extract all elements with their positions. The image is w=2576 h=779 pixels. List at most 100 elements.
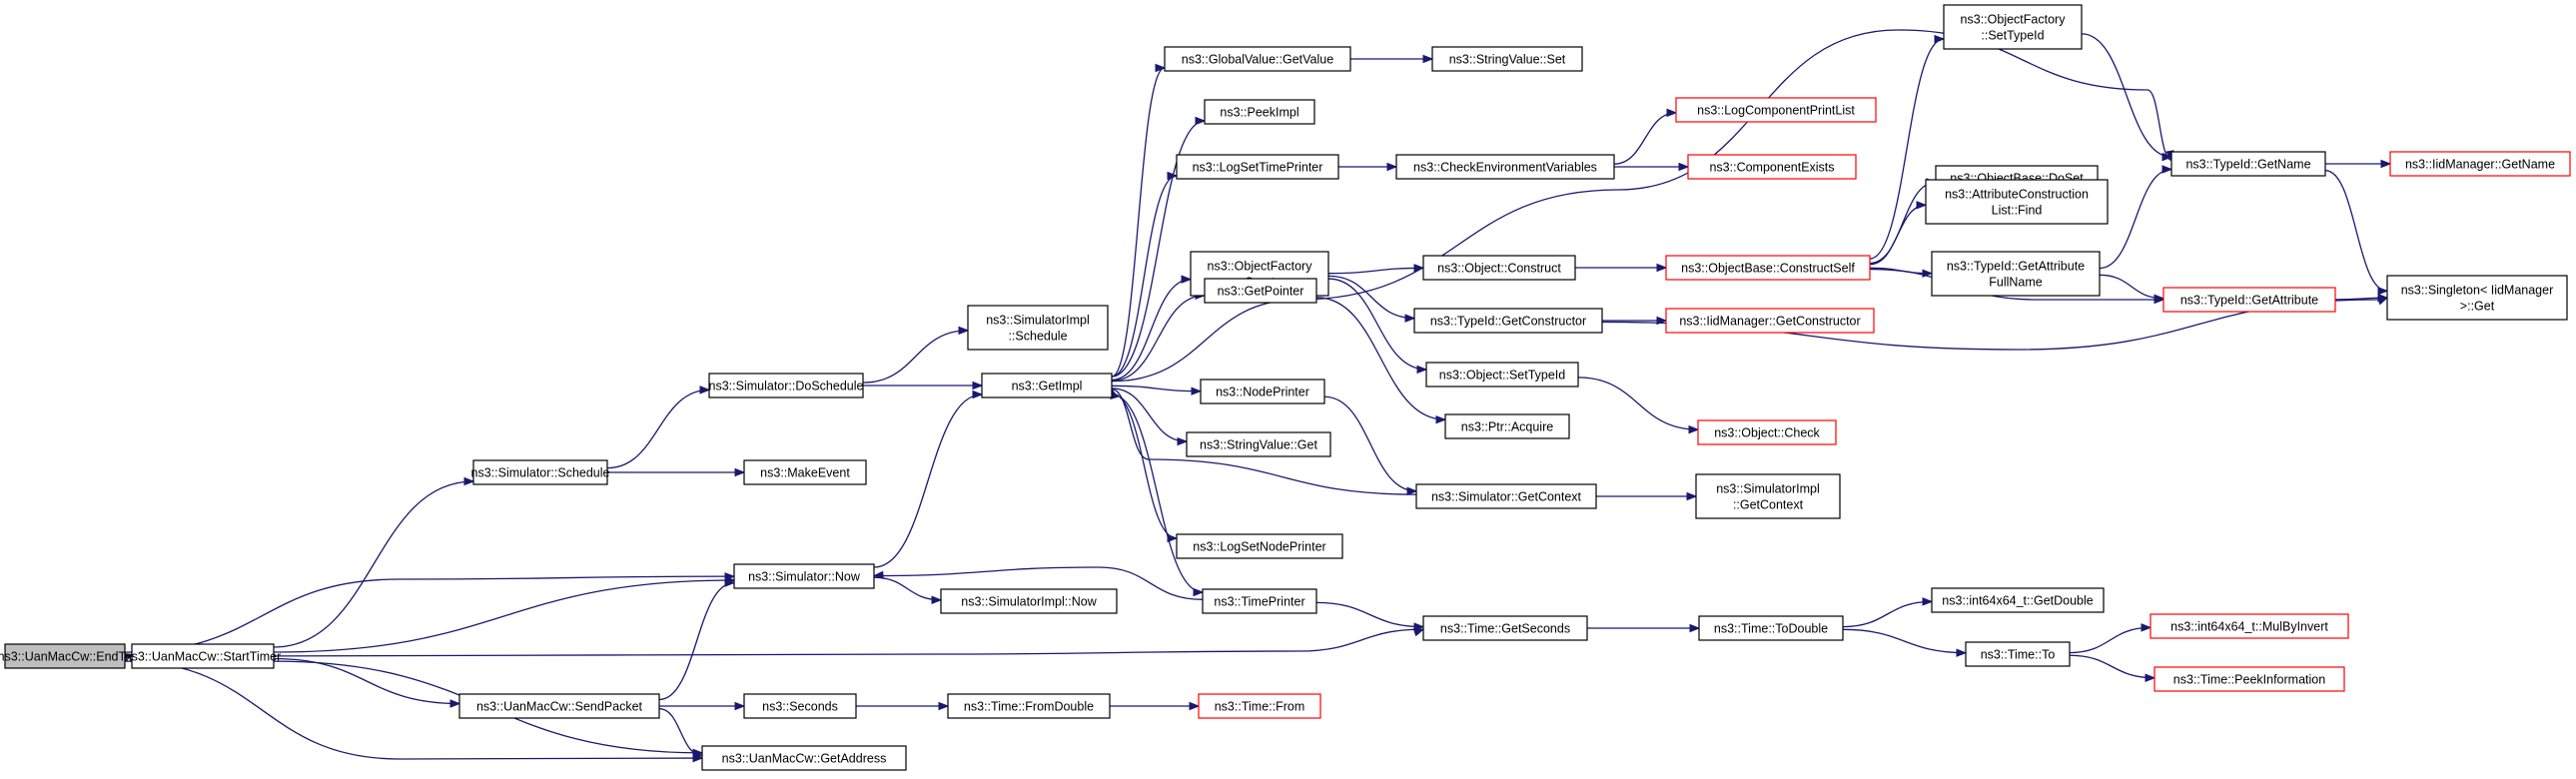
node-label: ns3::StringValue::Set bbox=[1449, 53, 1566, 67]
node-start-timer[interactable]: ns3::UanMacCw::StartTimer bbox=[125, 643, 282, 669]
node-check-env[interactable]: ns3::CheckEnvironmentVariables bbox=[1395, 154, 1615, 180]
node-box bbox=[967, 305, 1109, 351]
call-edges bbox=[122, 29, 2392, 763]
node-t-id-get-constructor[interactable]: ns3::TypeId::GetConstructor bbox=[1413, 308, 1603, 334]
node-box bbox=[1965, 641, 2071, 667]
node-label: ns3::Time::To bbox=[1981, 648, 2056, 662]
node-box bbox=[1943, 4, 2083, 50]
node-node-printer[interactable]: ns3::NodePrinter bbox=[1200, 379, 1325, 404]
node-label: ns3::Simulator::DoSchedule bbox=[709, 380, 864, 393]
node-log-set-time-printer[interactable]: ns3::LogSetTimePrinter bbox=[1176, 154, 1339, 180]
node-label: ns3::Object::Construct bbox=[1437, 262, 1561, 276]
node-label: >::Get bbox=[2460, 300, 2495, 314]
node-box bbox=[4, 643, 126, 669]
node-i64-mul-by-invert[interactable]: ns3::int64x64_t::MulByInvert bbox=[2149, 613, 2349, 639]
node-sim-impl-schedule[interactable]: ns3::SimulatorImpl::Schedule bbox=[967, 305, 1109, 351]
arrowhead bbox=[1181, 275, 1193, 284]
node-singleton-get[interactable]: ns3::Singleton< IidManager >::Get bbox=[2386, 275, 2568, 321]
node-sim-impl-get-context[interactable]: ns3::SimulatorImpl::GetContext bbox=[1695, 473, 1841, 519]
node-box bbox=[2386, 275, 2568, 321]
edge-ToDouble-to-TimeTo bbox=[1842, 628, 1968, 657]
arrowhead bbox=[734, 701, 746, 711]
node-sim-schedule[interactable]: ns3::Simulator::Schedule bbox=[471, 459, 610, 485]
node-from-double[interactable]: ns3::Time::FromDouble bbox=[947, 693, 1111, 719]
arrowhead bbox=[2161, 165, 2173, 174]
node-g-v-get-value[interactable]: ns3::GlobalValue::GetValue bbox=[1164, 46, 1351, 72]
node-end-tx[interactable]: ns3::UanMacCw::EndTx bbox=[0, 643, 133, 669]
edge-StartTimer-to-SimSchedule bbox=[273, 476, 475, 648]
edge-CheckEnv-to-CompExists bbox=[1614, 162, 1690, 172]
node-get-seconds[interactable]: ns3::Time::GetSeconds bbox=[1422, 615, 1588, 641]
node-time-to[interactable]: ns3::Time::To bbox=[1965, 641, 2071, 667]
node-label: ns3::UanMacCw::SendPacket bbox=[476, 700, 643, 714]
node-box bbox=[1198, 693, 1321, 719]
node-send-packet[interactable]: ns3::UanMacCw::SendPacket bbox=[458, 693, 660, 719]
arrowhead bbox=[1422, 54, 1434, 64]
node-label: ns3::StringValue::Get bbox=[1200, 438, 1317, 452]
node-s-v-set[interactable]: ns3::StringValue::Set bbox=[1431, 46, 1583, 72]
node-sim-now[interactable]: ns3::Simulator::Now bbox=[733, 563, 875, 589]
arrowhead bbox=[2380, 159, 2392, 169]
node-label: ns3::LogSetNodePrinter bbox=[1193, 540, 1325, 554]
arrowhead bbox=[1195, 116, 1207, 126]
node-do-schedule[interactable]: ns3::Simulator::DoSchedule bbox=[708, 373, 864, 398]
node-seconds[interactable]: ns3::Seconds bbox=[743, 693, 857, 719]
node-get-impl[interactable]: ns3::GetImpl bbox=[981, 373, 1113, 398]
node-label: ns3::IidManager::GetConstructor bbox=[1679, 315, 1860, 329]
node-peek-information[interactable]: ns3::Time::PeekInformation bbox=[2153, 666, 2345, 692]
node-s-v-get[interactable]: ns3::StringValue::Get bbox=[1186, 431, 1331, 457]
node-i64-get-double[interactable]: ns3::int64x64_t::GetDouble bbox=[1931, 587, 2105, 613]
node-sim-get-context[interactable]: ns3::Simulator::GetContext bbox=[1415, 483, 1597, 509]
edge-TimePrinter-to-SimNow bbox=[872, 566, 1204, 600]
arrowhead bbox=[1934, 34, 1946, 44]
node-i-id-mgr-get-name[interactable]: ns3::IidManager::GetName bbox=[2389, 151, 2571, 177]
node-label: ns3::GetPointer bbox=[1218, 285, 1304, 299]
node-box bbox=[1697, 419, 1837, 445]
node-o-b-construct-self[interactable]: ns3::ObjectBase::ConstructSelf bbox=[1665, 255, 1871, 281]
edge-SendPacket-to-SimNow bbox=[658, 578, 736, 701]
node-sim-impl-now[interactable]: ns3::SimulatorImpl::Now bbox=[940, 588, 1118, 614]
node-box bbox=[1200, 379, 1325, 404]
node-o-f-set-type-id[interactable]: ns3::ObjectFactory::SetTypeId bbox=[1943, 4, 2083, 50]
node-box bbox=[1415, 483, 1597, 509]
arrowhead bbox=[1956, 648, 1968, 657]
edge-TIdGetAttrFullName-to-TIdGetAttribute bbox=[2099, 274, 2165, 303]
edge-NodePrinter-to-SimGetContext bbox=[1323, 395, 1418, 495]
node-log-set-node-printer[interactable]: ns3::LogSetNodePrinter bbox=[1176, 533, 1343, 559]
arrowhead bbox=[1404, 314, 1416, 323]
node-box bbox=[1422, 255, 1576, 281]
node-t-id-get-attribute[interactable]: ns3::TypeId::GetAttribute bbox=[2162, 287, 2336, 313]
node-label: ns3::AttributeConstruction bbox=[1945, 188, 2089, 202]
node-label: ns3::Time::PeekInformation bbox=[2173, 673, 2325, 687]
node-i-id-mgr-get-constructor[interactable]: ns3::IidManager::GetConstructor bbox=[1665, 308, 1875, 334]
arrowhead bbox=[972, 381, 984, 390]
node-comp-exists[interactable]: ns3::ComponentExists bbox=[1687, 154, 1857, 180]
edge-SimSchedule-to-DoSchedule bbox=[606, 386, 711, 469]
edge-GVGetValue-to-SVSet bbox=[1350, 54, 1434, 64]
node-make-event[interactable]: ns3::MakeEvent bbox=[743, 459, 867, 485]
node-label: ns3::UanMacCw::EndTx bbox=[0, 650, 133, 664]
node-time-printer[interactable]: ns3::TimePrinter bbox=[1202, 588, 1317, 614]
node-get-address[interactable]: ns3::UanMacCw::GetAddress bbox=[701, 745, 907, 771]
node-get-pointer[interactable]: ns3::GetPointer bbox=[1204, 278, 1317, 304]
arrowhead bbox=[958, 326, 970, 336]
node-to-double[interactable]: ns3::Time::ToDouble bbox=[1698, 615, 1844, 641]
node-box bbox=[458, 693, 660, 719]
node-time-from[interactable]: ns3::Time::From bbox=[1198, 693, 1321, 719]
node-box bbox=[2149, 613, 2349, 639]
node-obj-construct[interactable]: ns3::Object::Construct bbox=[1422, 255, 1576, 281]
edge-TimeTo-to-PeekInformation bbox=[2069, 654, 2156, 682]
node-label: ns3::Time::ToDouble bbox=[1714, 622, 1828, 636]
node-peek-impl[interactable]: ns3::PeekImpl bbox=[1204, 99, 1315, 125]
node-label: ns3::Time::GetSeconds bbox=[1440, 622, 1570, 636]
node-obj-set-type-id[interactable]: ns3::Object::SetTypeId bbox=[1425, 362, 1579, 388]
node-obj-check[interactable]: ns3::Object::Check bbox=[1697, 419, 1837, 445]
edge-OFCreate-to-ObjSetTypeId bbox=[1327, 278, 1428, 375]
arrowhead bbox=[1656, 263, 1668, 273]
arrowhead bbox=[1193, 587, 1205, 597]
node-t-id-get-name[interactable]: ns3::TypeId::GetName bbox=[2170, 151, 2326, 177]
node-ptr-acquire[interactable]: ns3::Ptr::Acquire bbox=[1444, 413, 1570, 439]
node-log-comp-print[interactable]: ns3::LogComponentPrintList bbox=[1675, 97, 1877, 123]
